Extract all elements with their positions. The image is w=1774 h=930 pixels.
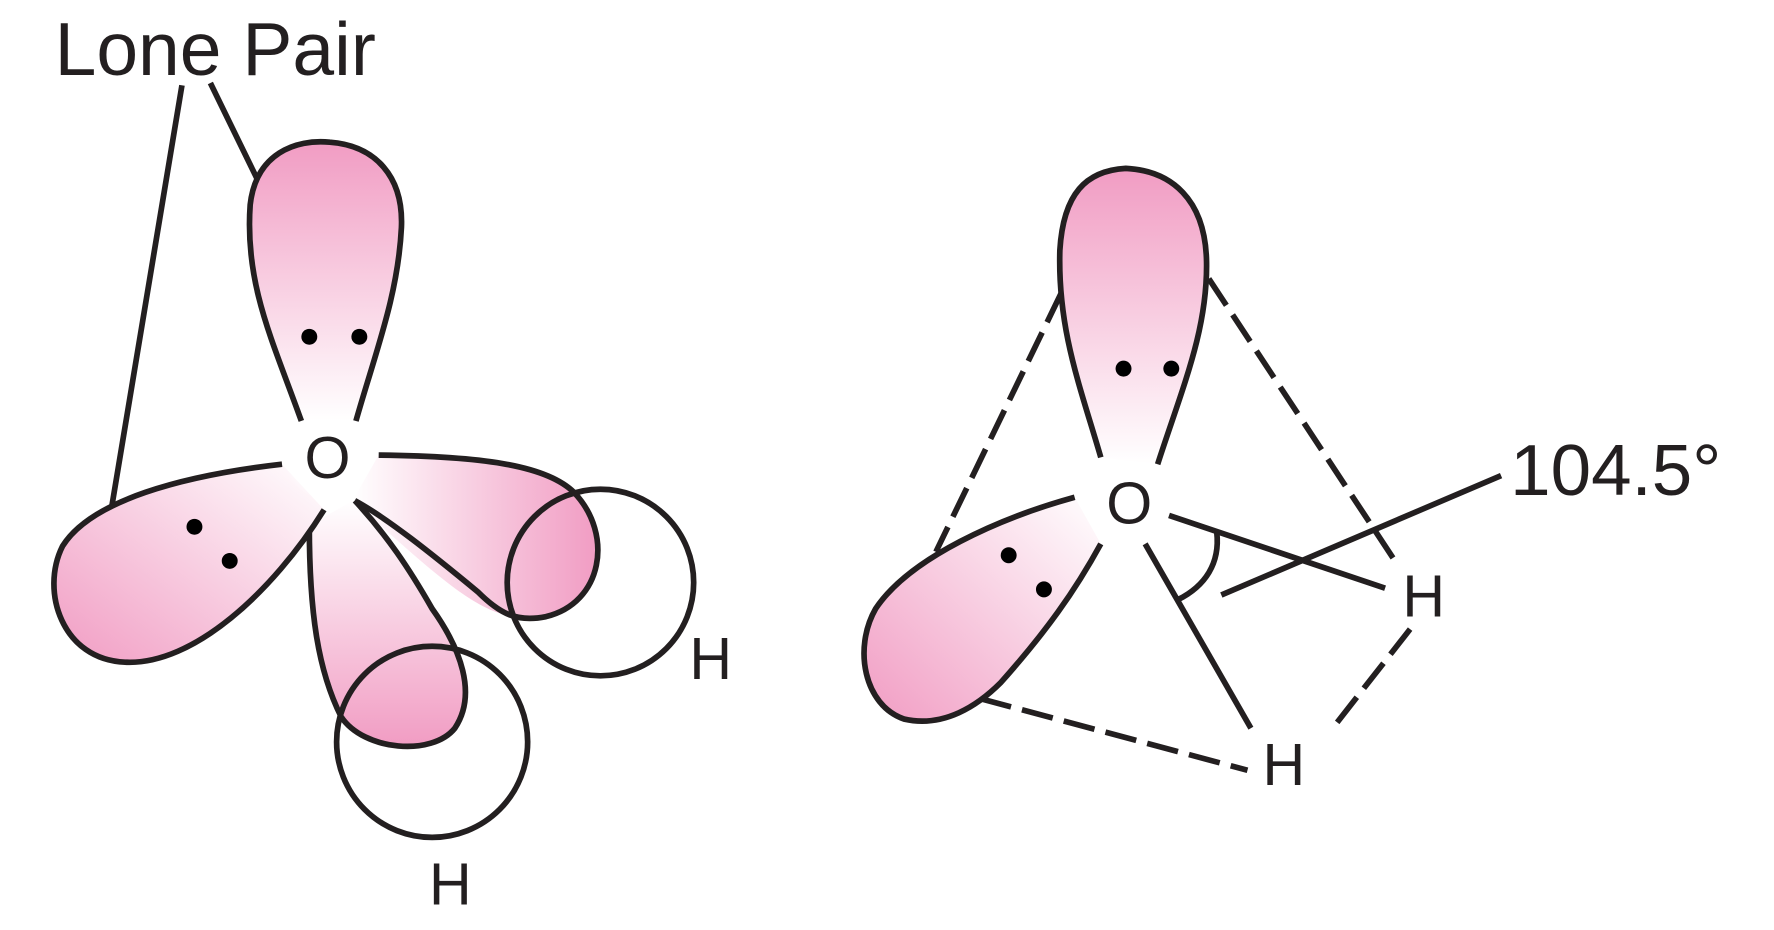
lone-pair-orbital-left-right (864, 497, 1101, 722)
lone-pair-orbital-top-right (1059, 168, 1207, 465)
tetrahedron-edge (933, 292, 1064, 554)
bonding-orbital-bottom-outline (306, 498, 469, 750)
electron-dot (221, 552, 238, 569)
left-panel: Lone Pair O H H (51, 7, 732, 918)
hydrogen-sphere-bottom (333, 643, 531, 841)
bond-o-h-right (1168, 512, 1386, 591)
electron-dot (186, 518, 203, 535)
electron-dot (1000, 547, 1017, 564)
lone-pair-label: Lone Pair (55, 7, 376, 91)
electron-dot (1115, 360, 1132, 377)
right-panel: O H H 104.5° (861, 165, 1721, 798)
lone-pair-orbital-left-right-outline (861, 494, 1104, 724)
tetrahedron-edge (1206, 277, 1399, 565)
electron-dot (351, 328, 368, 345)
hydrogen-label-upper-right: H (1402, 563, 1445, 630)
lone-pair-orbital-top (249, 141, 402, 421)
oxygen-label-right: O (1106, 469, 1152, 536)
bond-o-h-bottom (1142, 542, 1254, 730)
oxygen-center-glow-right (1090, 461, 1168, 540)
tetrahedron-edge (1333, 627, 1413, 726)
tetrahedron-edge (979, 695, 1249, 774)
bonding-orbital-right-outline (353, 452, 601, 622)
hydrogen-label-right: H (689, 625, 732, 692)
leader-line-top (207, 81, 260, 180)
oxygen-label-left: O (305, 424, 351, 491)
bonding-orbital-right (352, 455, 598, 619)
bond-angle-arc (1176, 532, 1221, 603)
angle-leader-line (1220, 472, 1503, 598)
hydrogen-label-bottom: H (429, 851, 472, 918)
leader-line-left (108, 84, 185, 510)
electron-dot (1035, 581, 1052, 598)
oxygen-center-glow (284, 414, 371, 501)
lone-pair-orbital-left-outline (51, 461, 327, 666)
lone-pair-orbital-left (53, 464, 325, 663)
electron-dot (1163, 360, 1180, 377)
electron-dot (301, 328, 318, 345)
lone-pair-orbital-top-outline (246, 138, 405, 422)
hydrogen-sphere-right (504, 486, 697, 679)
bond-angle-label: 104.5° (1510, 430, 1721, 511)
bonding-orbital-bottom (309, 500, 465, 747)
lone-pair-orbital-top-right-outline (1056, 165, 1210, 466)
hydrogen-label-lower: H (1263, 731, 1306, 798)
